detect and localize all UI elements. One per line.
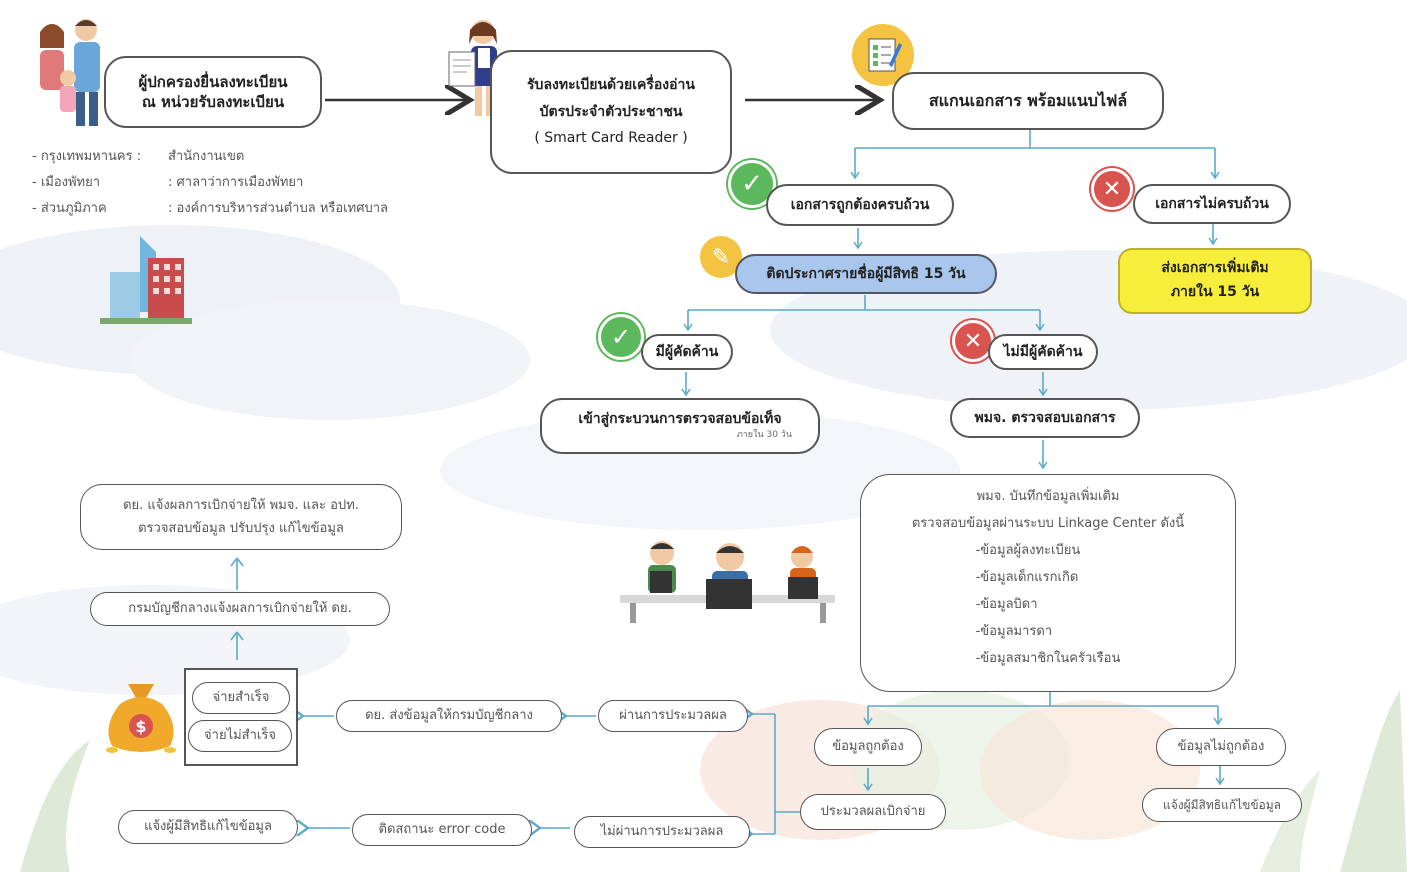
pay-fail-box: จ่ายไม่สำเร็จ	[188, 720, 292, 752]
has-objection-label: มีผู้คัดค้าน	[655, 343, 719, 360]
process-payment-label: ประมวลผลเบิกจ่าย	[820, 804, 926, 820]
record-item: -ข้อมูลเด็กแรกเกิด	[975, 570, 1079, 585]
card-reader-box: รับลงทะเบียนด้วยเครื่องอ่าน บัตรประจำตัว…	[490, 50, 732, 174]
no-objection-label: ไม่มีผู้คัดค้าน	[1003, 343, 1083, 360]
process-payment-box: ประมวลผลเบิกจ่าย	[800, 794, 946, 830]
fail-process-label: ไม่ผ่านการประมวลผล	[600, 824, 724, 840]
fraud-check-note: ภายใน 30 วัน	[736, 430, 792, 441]
send-more-docs-box: ส่งเอกสารเพิ่มเติม ภายใน 15 วัน	[1118, 248, 1312, 314]
docs-complete-box: เอกสารถูกต้องครบถ้วน	[766, 184, 954, 226]
send-to-cgd-label: ดย. ส่งข้อมูลให้กรมบัญชีกลาง	[365, 708, 533, 724]
announce-label: ติดประกาศรายชื่อผู้มีสิทธิ 15 วัน	[766, 265, 966, 282]
fraud-check-box: เข้าสู่กระบวนการตรวจสอบข้อเท็จ ภายใน 30 …	[540, 398, 820, 454]
card-reader-line1: รับลงทะเบียนด้วยเครื่องอ่าน	[527, 77, 695, 94]
pass-process-label: ผ่านการประมวลผล	[619, 708, 727, 724]
send-to-cgd-box: ดย. ส่งข้อมูลให้กรมบัญชีกลาง	[336, 700, 562, 732]
send-more-docs-line2: ภายใน 15 วัน	[1170, 284, 1260, 300]
data-incorrect-box: ข้อมูลไม่ถูกต้อง	[1156, 728, 1286, 766]
error-code-box: ติดสถานะ error code	[352, 814, 532, 846]
svg-text:$: $	[135, 717, 146, 736]
record-info-subtitle: ตรวจสอบข้อมูลผ่านระบบ Linkage Center ดัง…	[911, 516, 1185, 531]
announce-box: ติดประกาศรายชื่อผู้มีสิทธิ 15 วัน	[735, 254, 997, 294]
unit-row-regional: - ส่วนภูมิภาค: องค์การบริหารส่วนตำบล หรื…	[32, 201, 388, 216]
parent-register-line1: ผู้ปกครองยื่นลงทะเบียน	[138, 72, 288, 91]
record-item: -ข้อมูลผู้ลงทะเบียน	[975, 543, 1081, 558]
has-objection-box: มีผู้คัดค้าน	[641, 334, 733, 370]
docs-complete-label: เอกสารถูกต้องครบถ้วน	[790, 196, 930, 213]
send-more-docs-line1: ส่งเอกสารเพิ่มเติม	[1161, 260, 1269, 277]
notify-fix-left-label: แจ้งผู้มีสิทธิแก้ไขข้อมูล	[144, 819, 272, 835]
check-icon: ✓	[728, 160, 776, 208]
record-item: -ข้อมูลมารดา	[975, 624, 1053, 639]
check-icon: ✓	[598, 314, 644, 360]
dy-report-line2: ตรวจสอบข้อมูล ปรับปรุง แก้ไขข้อมูล	[138, 521, 344, 536]
cross-icon: ✕	[1091, 168, 1133, 210]
data-incorrect-label: ข้อมูลไม่ถูกต้อง	[1177, 739, 1265, 755]
notify-fix-right-label: แจ้งผู้มีสิทธิแก้ไขข้อมูล	[1162, 797, 1282, 812]
pay-success-box: จ่ายสำเร็จ	[192, 682, 290, 714]
scan-docs-label: สแกนเอกสาร พร้อมแนบไฟล์	[928, 91, 1128, 111]
scan-docs-box: สแกนเอกสาร พร้อมแนบไฟล์	[892, 72, 1164, 130]
registration-units: - กรุงเทพมหานคร :สำนักงานเขต - เมืองพัทย…	[32, 144, 388, 222]
parent-register-line2: ณ หน่วยรับลงทะเบียน	[141, 93, 285, 111]
error-code-label: ติดสถานะ error code	[378, 822, 506, 838]
no-objection-box: ไม่มีผู้คัดค้าน	[988, 334, 1098, 370]
card-reader-line3: ( Smart Card Reader )	[534, 130, 688, 147]
fail-process-box: ไม่ผ่านการประมวลผล	[574, 816, 750, 848]
unit-row-pattaya: - เมืองพัทยา: ศาลาว่าการเมืองพัทยา	[32, 175, 304, 190]
pass-process-box: ผ่านการประมวลผล	[598, 700, 748, 732]
money-bag-icon: $	[106, 684, 176, 753]
dy-report-box: ดย. แจ้งผลการเบิกจ่ายให้ พมจ. และ อปท. ต…	[80, 484, 402, 550]
cgd-report-label: กรมบัญชีกลางแจ้งผลการเบิกจ่ายให้ ดย.	[128, 601, 352, 617]
building-icon	[100, 236, 192, 324]
unit-row-bangkok: - กรุงเทพมหานคร :สำนักงานเขต	[32, 149, 245, 164]
record-item: -ข้อมูลสมาชิกในครัวเรือน	[975, 651, 1121, 666]
workers-icon	[620, 541, 835, 623]
notify-fix-right-box: แจ้งผู้มีสิทธิแก้ไขข้อมูล	[1142, 788, 1302, 822]
docs-incomplete-label: เอกสารไม่ครบถ้วน	[1155, 195, 1269, 212]
parent-register-box: ผู้ปกครองยื่นลงทะเบียน ณ หน่วยรับลงทะเบี…	[104, 56, 322, 128]
data-correct-box: ข้อมูลถูกต้อง	[814, 728, 922, 766]
fraud-check-label: เข้าสู่กระบวนการตรวจสอบข้อเท็จ	[578, 411, 782, 428]
family-icon	[40, 19, 100, 126]
record-info-box: พมจ. บันทึกข้อมูลเพิ่มเติม ตรวจสอบข้อมูล…	[860, 474, 1236, 692]
record-info-list: -ข้อมูลผู้ลงทะเบียน -ข้อมูลเด็กแรกเกิด -…	[976, 537, 1121, 672]
data-correct-label: ข้อมูลถูกต้อง	[832, 739, 904, 755]
pay-fail-label: จ่ายไม่สำเร็จ	[204, 728, 276, 744]
record-info-title: พมจ. บันทึกข้อมูลเพิ่มเติม	[976, 489, 1120, 504]
card-reader-line2: บัตรประจำตัวประชาชน	[539, 103, 683, 120]
record-item: -ข้อมูลบิดา	[975, 597, 1038, 612]
officer-check-box: พมจ. ตรวจสอบเอกสาร	[950, 398, 1140, 438]
pay-success-label: จ่ายสำเร็จ	[212, 690, 270, 706]
notify-fix-left-box: แจ้งผู้มีสิทธิแก้ไขข้อมูล	[118, 810, 298, 844]
docs-incomplete-box: เอกสารไม่ครบถ้วน	[1133, 184, 1291, 224]
officer-check-label: พมจ. ตรวจสอบเอกสาร	[974, 409, 1116, 426]
cgd-report-box: กรมบัญชีกลางแจ้งผลการเบิกจ่ายให้ ดย.	[90, 592, 390, 626]
dy-report-line1: ดย. แจ้งผลการเบิกจ่ายให้ พมจ. และ อปท.	[123, 497, 359, 513]
